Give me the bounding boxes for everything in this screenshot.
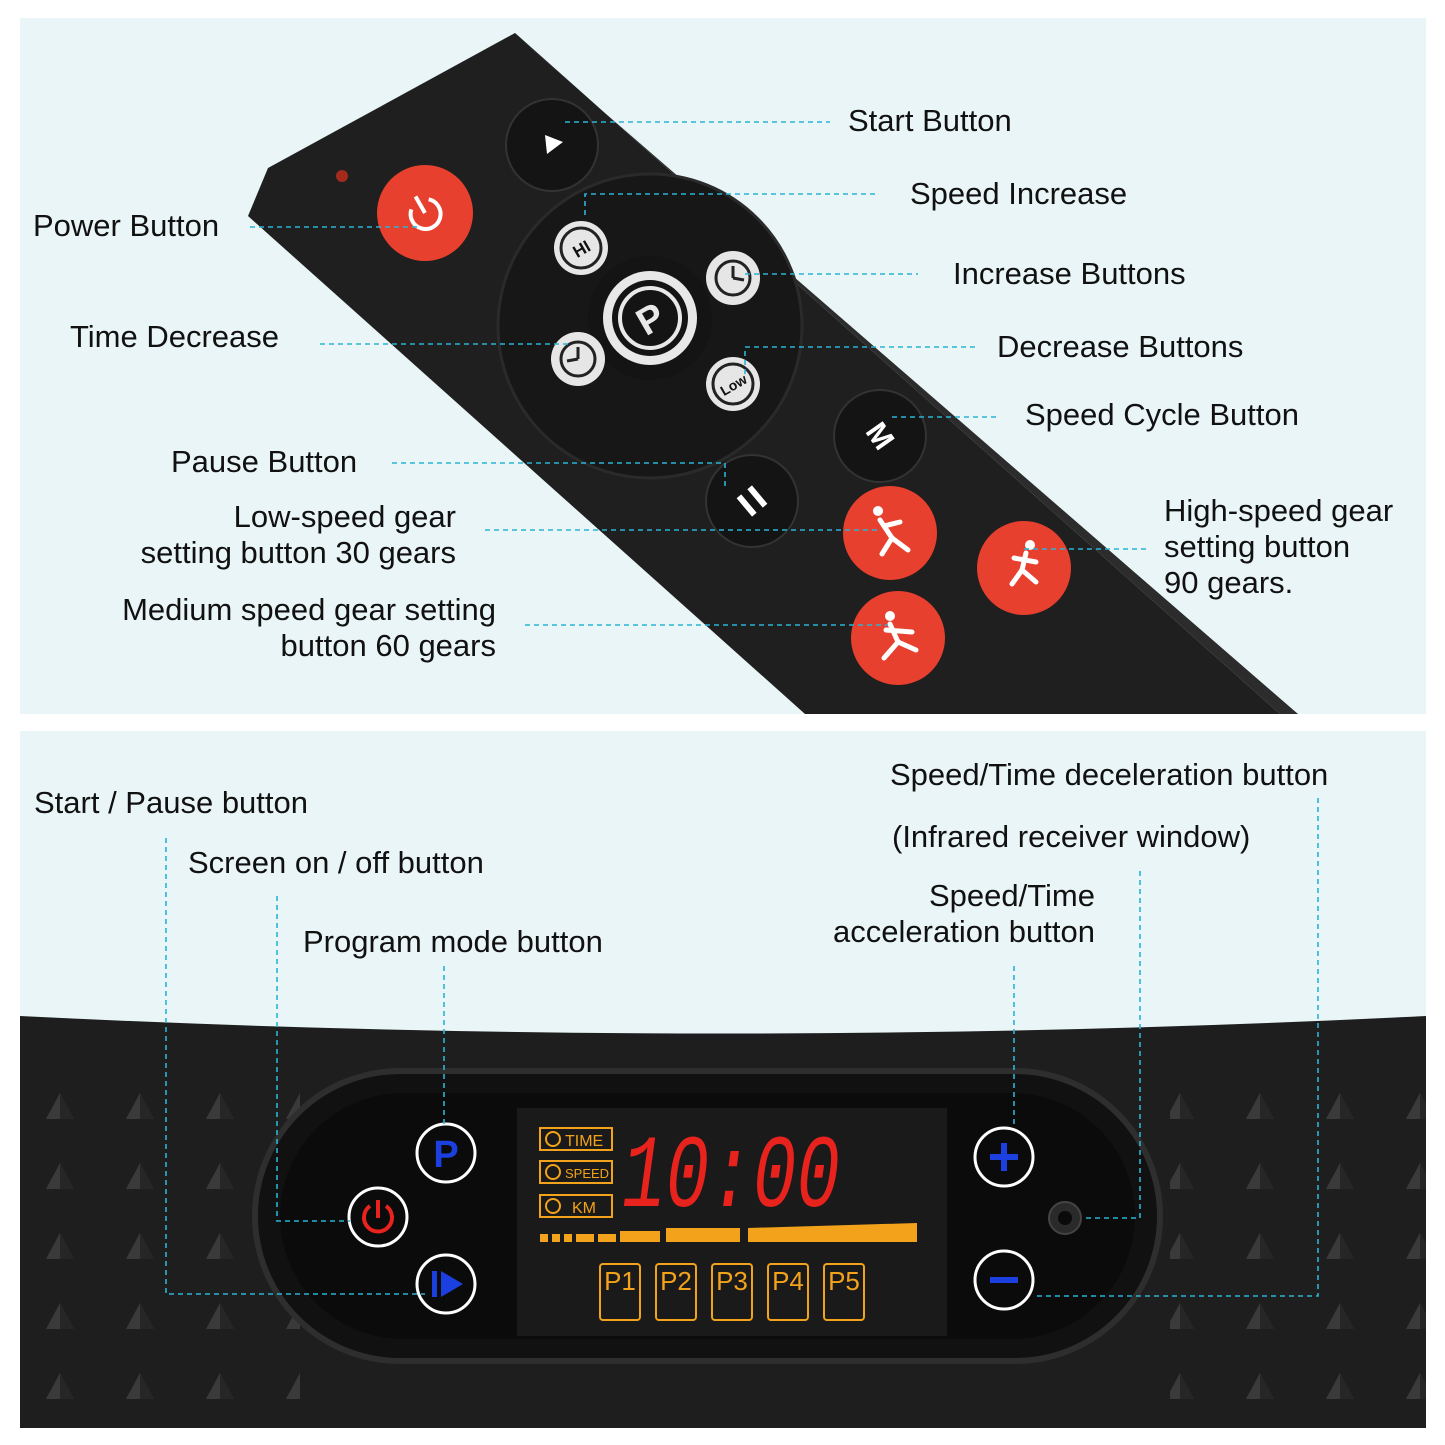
label-medium-gear-line1: Medium speed gear setting (122, 592, 496, 627)
label-acceleration-line2: acceleration button (833, 914, 1095, 949)
program-indicators: P1 P2 P3 P4 P5 (599, 1263, 865, 1321)
timer-icon (545, 1131, 561, 1147)
runner-icon (881, 611, 919, 661)
play-pause-icon (432, 1271, 463, 1297)
left-grip-pad (20, 1071, 300, 1428)
lcd-readout: 10:00 (622, 1120, 840, 1238)
medium-gear-button[interactable] (851, 591, 945, 685)
label-screen-button: Screen on / off button (188, 845, 484, 880)
jumper-icon (1009, 540, 1039, 587)
label-power-button: Power Button (33, 208, 220, 243)
label-low-gear-line1: Low-speed gear (233, 499, 456, 534)
label-acceleration-button: Speed/Time acceleration button (833, 878, 1095, 950)
time-decrease-button[interactable] (551, 332, 605, 386)
speed-increase-button[interactable]: HI (554, 221, 608, 275)
program-indicator-p4 (767, 1263, 809, 1321)
walker-icon (873, 506, 911, 557)
right-grip-pad (1170, 1071, 1426, 1428)
power-icon (362, 1200, 394, 1234)
console-callout-lines (165, 798, 1319, 1297)
label-infrared-window: (Infrared receiver window) (892, 819, 1251, 854)
program-indicator-p1 (599, 1263, 641, 1321)
label-low-gear-line2: setting button 30 gears (140, 535, 456, 570)
label-medium-gear: Medium speed gear setting button 60 gear… (122, 592, 496, 664)
remote-panel: HI P Low (20, 18, 1426, 714)
svg-text:P4: P4 (772, 1266, 804, 1296)
svg-text:P1: P1 (604, 1266, 636, 1296)
label-acceleration-line1: Speed/Time (929, 878, 1095, 913)
program-icon: P (433, 1134, 458, 1176)
decrease-button[interactable]: Low (706, 357, 760, 411)
label-medium-gear-line2: button 60 gears (280, 628, 496, 663)
speed-cycle-button[interactable]: M (833, 389, 927, 483)
timer-icon (714, 259, 752, 297)
speed-indicator: SPEED (539, 1160, 613, 1184)
infrared-window-icon (1058, 1211, 1072, 1225)
time-indicator: TIME (539, 1127, 613, 1151)
label-high-gear: High-speed gear setting button 90 gears. (1164, 493, 1393, 601)
program-mode-button[interactable]: P (415, 1122, 477, 1184)
label-start-button: Start Button (848, 103, 1012, 138)
pause-icon (736, 485, 768, 517)
deceleration-button[interactable] (973, 1249, 1035, 1311)
label-pause-button: Pause Button (171, 444, 358, 479)
km-indicator: KM (539, 1194, 613, 1218)
program-indicator-p5 (823, 1263, 865, 1321)
svg-text:P3: P3 (716, 1266, 748, 1296)
svg-text:P5: P5 (828, 1266, 860, 1296)
label-high-gear-line3: 90 gears. (1164, 565, 1294, 600)
gauge-icon (545, 1164, 561, 1180)
increase-button[interactable] (706, 251, 760, 305)
label-program-mode-button: Program mode button (303, 924, 603, 959)
infrared-receiver-window (1048, 1201, 1082, 1235)
play-icon (545, 135, 563, 154)
svg-text:SPEED: SPEED (565, 1166, 609, 1181)
label-high-gear-line1: High-speed gear (1164, 493, 1394, 528)
label-deceleration-button: Speed/Time deceleration button (890, 757, 1329, 792)
start-pause-button[interactable] (415, 1253, 477, 1315)
label-increase-buttons: Increase Buttons (953, 256, 1186, 291)
screen-power-button[interactable] (347, 1186, 409, 1248)
high-gear-button[interactable] (977, 521, 1071, 615)
remote-illustration: HI P Low (248, 33, 1298, 714)
console-panel: TIME SPEED KM 10:00 P1 (20, 731, 1426, 1428)
label-low-gear: Low-speed gear setting button 30 gears (141, 499, 456, 571)
timer-icon (559, 340, 597, 378)
indicator-led (336, 170, 348, 182)
start-button[interactable] (505, 98, 599, 192)
remote-callout-lines (250, 121, 1150, 626)
svg-text:KM: KM (572, 1200, 596, 1217)
program-indicator-p3 (711, 1263, 753, 1321)
low-gear-button[interactable] (843, 486, 937, 580)
svg-text:P2: P2 (660, 1266, 692, 1296)
acceleration-button[interactable] (973, 1126, 1035, 1188)
power-icon (408, 195, 443, 232)
plus-icon (990, 1143, 1018, 1171)
label-start-pause-button: Start / Pause button (34, 785, 309, 820)
pause-button[interactable] (705, 454, 799, 548)
svg-text:TIME: TIME (565, 1133, 603, 1150)
power-button[interactable] (377, 165, 473, 261)
label-speed-cycle-button: Speed Cycle Button (1025, 397, 1300, 432)
label-time-decrease: Time Decrease (70, 319, 280, 354)
label-decrease-buttons: Decrease Buttons (997, 329, 1244, 364)
lcd-display (517, 1108, 947, 1336)
program-indicator-p2 (655, 1263, 697, 1321)
program-button[interactable]: P (588, 256, 712, 380)
console-illustration: TIME SPEED KM 10:00 P1 (20, 798, 1426, 1428)
label-speed-increase: Speed Increase (910, 176, 1128, 211)
level-bars (540, 1223, 917, 1242)
label-high-gear-line2: setting button (1164, 529, 1351, 564)
energy-icon (545, 1198, 561, 1214)
